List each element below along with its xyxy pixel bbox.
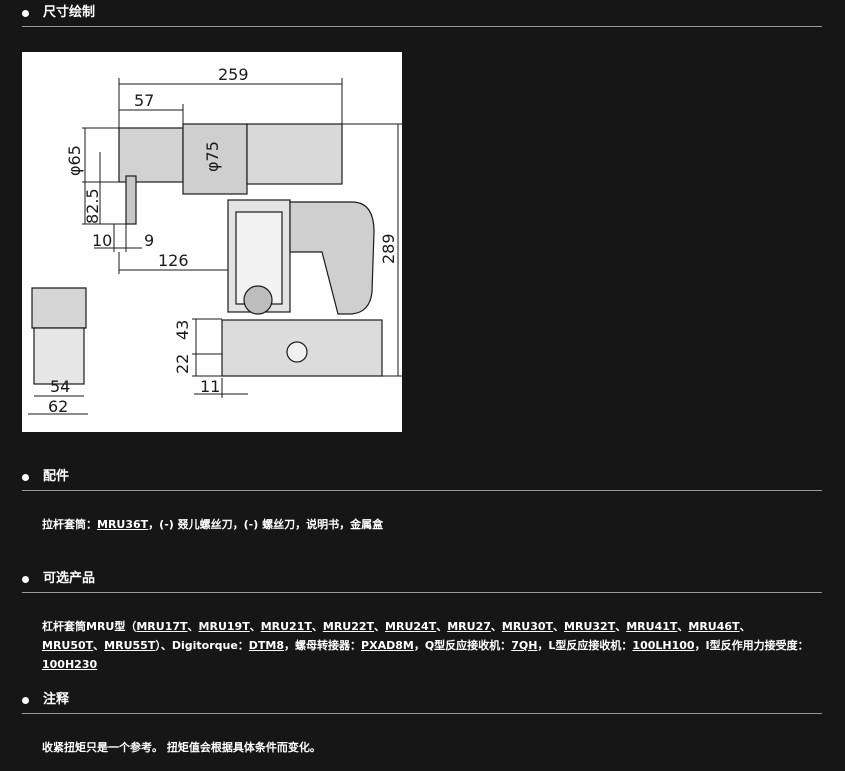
dim-82-5: 82.5 — [83, 188, 102, 224]
optional-products-text: 杠杆套筒MRU型（MRU17T、MRU19T、MRU21T、MRU22T、MRU… — [42, 617, 812, 674]
divider — [22, 713, 822, 714]
dim-10: 10 — [92, 231, 112, 250]
product-link-mru55t[interactable]: MRU55T — [104, 639, 156, 652]
product-link-mru19t[interactable]: MRU19T — [198, 620, 250, 633]
product-link-dtm8[interactable]: DTM8 — [248, 639, 285, 652]
section-title: 配件 — [43, 469, 70, 484]
optional-text-segment: 杠杆套筒MRU型（ — [42, 620, 137, 633]
dim-65: φ65 — [65, 145, 84, 176]
dim-75: φ75 — [203, 141, 222, 172]
notes-text: 收紧扭矩只是一个参考。 扭矩值会根据具体条件而变化。 — [42, 741, 321, 754]
product-link-mru17t[interactable]: MRU17T — [136, 620, 188, 633]
bullet-icon — [22, 697, 29, 704]
optional-text-segment: 、 — [93, 639, 105, 652]
product-link-100h230[interactable]: 100H230 — [42, 658, 98, 671]
dim-126: 126 — [158, 251, 189, 270]
optional-text-segment: ，螺母转接器： — [284, 639, 362, 652]
optional-text-segment: 、 — [490, 620, 502, 633]
optional-text-segment: 、 — [249, 620, 261, 633]
optional-text-segment: ，I型反作用力接受度： — [694, 639, 809, 652]
dim-289: 289 — [379, 233, 398, 264]
product-link-mru46t[interactable]: MRU46T — [688, 620, 740, 633]
optional-text-segment: 、 — [374, 620, 386, 633]
product-link-mru30t[interactable]: MRU30T — [501, 620, 554, 633]
optional-text-segment: ，Q型反应接收机： — [413, 639, 512, 652]
product-link-mru27[interactable]: MRU27 — [447, 620, 491, 633]
optional-text-segment: 、 — [553, 620, 565, 633]
optional-text-segment: 、 — [739, 620, 751, 633]
section-title: 注释 — [43, 692, 70, 707]
section-title: 可选产品 — [43, 571, 96, 586]
link-mru36t[interactable]: MRU36T — [97, 518, 149, 531]
dim-259: 259 — [218, 65, 249, 84]
dim-43: 43 — [173, 320, 192, 340]
product-link-mru41t[interactable]: MRU41T — [626, 620, 678, 633]
optional-text-segment: ）、Digitorque： — [155, 639, 249, 652]
optional-text-segment: 、 — [677, 620, 689, 633]
product-link-100lh100[interactable]: 100LH100 — [632, 639, 695, 652]
product-link-mru24t[interactable]: MRU24T — [385, 620, 437, 633]
tool-drawing-svg: 259 57 φ65 φ75 82.5 10 9 126 289 43 22 1… — [28, 65, 402, 416]
section-title: 尺寸绘制 — [43, 5, 96, 20]
dim-57: 57 — [134, 91, 154, 110]
dim-11: 11 — [200, 377, 220, 396]
divider — [22, 490, 822, 491]
product-link-7qh[interactable]: 7QH — [511, 639, 538, 652]
product-link-mru50t[interactable]: MRU50T — [42, 639, 94, 652]
dim-54: 54 — [50, 377, 70, 396]
divider — [22, 592, 822, 593]
optional-text-segment: 、 — [187, 620, 199, 633]
product-link-mru21t[interactable]: MRU21T — [260, 620, 312, 633]
bullet-icon — [22, 576, 29, 583]
accessories-text: 拉杆套筒：MRU36T，(-) 叕儿螺丝刀，(-) 螺丝刀，说明书，金属盒 — [42, 515, 812, 534]
dimension-drawing: 259 57 φ65 φ75 82.5 10 9 126 289 43 22 1… — [22, 52, 402, 432]
product-link-mru22t[interactable]: MRU22T — [322, 620, 375, 633]
dim-22: 22 — [173, 354, 192, 374]
dim-62: 62 — [48, 397, 68, 416]
bullet-icon — [22, 474, 29, 481]
dim-9: 9 — [144, 231, 154, 250]
optional-text-segment: 、 — [311, 620, 323, 633]
optional-text-segment: 、 — [615, 620, 627, 633]
accessories-prefix: 拉杆套筒： — [42, 518, 97, 531]
optional-text-segment: ，L型反应接收机： — [537, 639, 633, 652]
accessories-suffix: ，(-) 叕儿螺丝刀，(-) 螺丝刀，说明书，金属盒 — [148, 518, 384, 531]
optional-text-segment: 、 — [436, 620, 448, 633]
product-link-mru32t[interactable]: MRU32T — [564, 620, 616, 633]
divider — [22, 26, 822, 27]
bullet-icon — [22, 10, 29, 17]
product-link-pxad8m[interactable]: PXAD8M — [361, 639, 414, 652]
